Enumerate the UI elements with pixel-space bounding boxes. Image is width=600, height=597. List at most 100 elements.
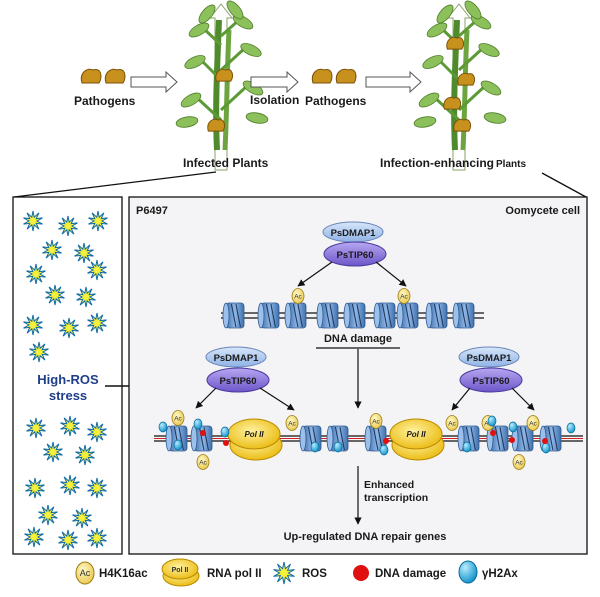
upper-nucleosome-0-wrap-2 (235, 303, 241, 328)
ros-star-3 (42, 239, 62, 261)
plant-infection-3 (457, 72, 475, 86)
lower-ac-3: Ac (369, 413, 383, 429)
upper-nucleosome-1 (257, 302, 280, 329)
lower-nucleosome-2-cap (299, 425, 307, 452)
ros-star-17 (75, 444, 95, 466)
ros-star-0 (23, 210, 43, 232)
lower-gh2ax-1 (193, 418, 203, 430)
lower-damage-5 (542, 438, 548, 444)
ros-star-6 (87, 259, 107, 281)
psdmap1-left (205, 346, 267, 368)
pathogen-left-1 (80, 68, 102, 84)
psdmap1-right (458, 346, 520, 368)
plant-enhancing-leaf-3 (478, 43, 500, 57)
lower-ac-4-text: Ac (448, 421, 456, 428)
legend-damage-icon (353, 565, 369, 581)
lower-gh2ax-2 (220, 426, 230, 438)
label-infected-plants: Infected Plants (183, 156, 269, 170)
pathogen-left-2 (104, 68, 126, 84)
zoom-line-right (541, 172, 587, 198)
plant-infection-0 (215, 68, 233, 82)
legend-polii-label: RNA pol II (207, 568, 262, 580)
label-transcription: transcription (364, 492, 428, 504)
plant-enhancing-leaf-0 (418, 92, 440, 108)
lower-nucleosome-1 (190, 425, 213, 452)
lower-nucleosome-4-cap (364, 425, 372, 452)
upper-nucleosome-3 (316, 302, 339, 329)
plant-infected-stem-1 (213, 19, 222, 151)
ros-star-7 (45, 284, 65, 306)
lower-nucleosome-5-cap (457, 425, 465, 452)
ros-star-12 (29, 341, 49, 363)
lower-ac-6-shape (526, 415, 540, 431)
upper-nucleosome-6-wrap-1 (404, 303, 411, 328)
arrow-left-b (259, 387, 295, 411)
pol-ii-left-label: Pol II (244, 430, 264, 439)
plant-enhancing-leaf-8 (436, 4, 454, 24)
pathogen-left-1-shape (80, 68, 102, 84)
plant-infection-4 (443, 96, 461, 110)
lower-ac-3-shape (369, 413, 383, 429)
lower-gh2ax-0 (158, 421, 168, 433)
upper-chromatin: Ac Ac (221, 288, 484, 329)
lower-ac-2: Ac (285, 415, 299, 431)
upper-nucleosome-7-cap (425, 302, 433, 329)
plant-infected-stem-2 (222, 29, 232, 151)
upper-ac-2-text: Ac (400, 294, 408, 301)
plant-infection-4-shape (443, 96, 461, 110)
upper-nucleosome-1-cap (257, 302, 265, 329)
legend-h4k16ac-label: H4K16ac (99, 568, 148, 580)
lower-ac-2-text: Ac (288, 421, 296, 428)
upper-nucleosome-3-wrap-1 (324, 303, 331, 328)
upper-nucleosome-1-wrap-1 (265, 303, 272, 328)
label-enhancing-tail: Plants (496, 159, 526, 170)
lower-ac-0-text: Ac (174, 416, 182, 423)
upper-nucleosome-0-cap (222, 302, 230, 329)
lower-nucleosome-0 (165, 425, 188, 452)
upper-nucleosomes: Ac Ac (222, 288, 475, 329)
plant-infection-2 (446, 36, 464, 50)
lower-nucleosome-7-wrap-1 (519, 426, 526, 451)
ros-star-9 (23, 314, 43, 336)
lower-nucleosome-6-wrap-1 (494, 426, 501, 451)
ros-star-23 (24, 526, 44, 548)
plant-infection-1 (207, 118, 225, 132)
ros-star-8 (76, 286, 96, 308)
lower-ac-3-text: Ac (372, 419, 380, 426)
lower-ac-7: Ac (512, 454, 526, 470)
upper-nucleosome-0-wrap-1 (230, 303, 237, 328)
lower-damage-2 (383, 438, 389, 444)
upper-nucleosome-5-wrap-2 (386, 303, 392, 328)
plant-infected-leaf-9 (226, 0, 244, 20)
lower-ac-0-shape (171, 410, 185, 426)
plant-infection-2-shape (446, 36, 464, 50)
legend-ros-star-shape (273, 561, 295, 585)
upper-ac-1-text: Ac (294, 294, 302, 301)
upper-nucleosome-8-wrap-1 (460, 303, 467, 328)
upper-ac-2: Ac (397, 288, 411, 304)
upper-nucleosome-0 (222, 302, 245, 329)
lower-gh2ax-3 (310, 441, 320, 453)
plant-enhancing-leaf-9 (464, 0, 482, 20)
label-upregulated-genes: Up-regulated DNA repair genes (284, 531, 447, 543)
legend-gh2ax-icon (458, 560, 478, 584)
arrow-right-b (511, 387, 535, 411)
lower-nucleosome-3-cap (326, 425, 334, 452)
lower-nucleosome-0-cap (165, 425, 173, 452)
lower-ac-1-shape (196, 454, 210, 470)
flow-arrows (130, 70, 422, 94)
label-stress: stress (49, 388, 87, 403)
lower-ac-1-text: Ac (199, 460, 207, 467)
ros-star-13 (26, 417, 46, 439)
lower-nucleosome-7 (511, 425, 534, 452)
plant-infected-leaf-3 (240, 43, 262, 57)
upper-ac-1-shape (291, 288, 305, 304)
psdmap1-right-label: PsDMAP1 (467, 353, 513, 364)
legend-ac-icon-text: Ac (80, 568, 91, 578)
lower-nucleosome-7-wrap-2 (524, 426, 530, 451)
plant-infected-leaf-7 (245, 112, 269, 124)
upper-nucleosome-7 (425, 302, 448, 329)
pol-ii-right-front (389, 418, 443, 450)
